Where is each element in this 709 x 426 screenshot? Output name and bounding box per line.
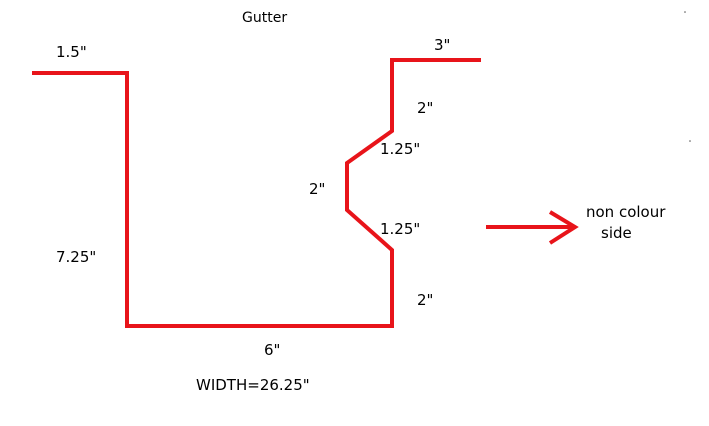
width-label: WIDTH=26.25" bbox=[196, 376, 310, 394]
stray-dot bbox=[684, 11, 686, 13]
dim-bottom: 6" bbox=[264, 341, 280, 359]
side-note-line1: non colour bbox=[586, 203, 666, 221]
dim-top-right-lip: 3" bbox=[434, 36, 450, 54]
diagram-title: Gutter bbox=[242, 10, 287, 26]
dim-lower-bevel: 1.25" bbox=[380, 220, 420, 238]
side-note-line2: side bbox=[601, 224, 632, 242]
dim-right-lower-wall: 2" bbox=[417, 291, 433, 309]
gutter-profile-line bbox=[32, 58, 481, 328]
dim-middle-wall: 2" bbox=[309, 180, 325, 198]
dim-top-left-lip: 1.5" bbox=[56, 43, 87, 61]
dim-upper-bevel: 1.25" bbox=[380, 140, 420, 158]
arrow-head bbox=[548, 210, 579, 245]
stray-dot bbox=[689, 140, 691, 142]
dim-right-upper-wall: 2" bbox=[417, 99, 433, 117]
dim-left-wall: 7.25" bbox=[56, 248, 96, 266]
